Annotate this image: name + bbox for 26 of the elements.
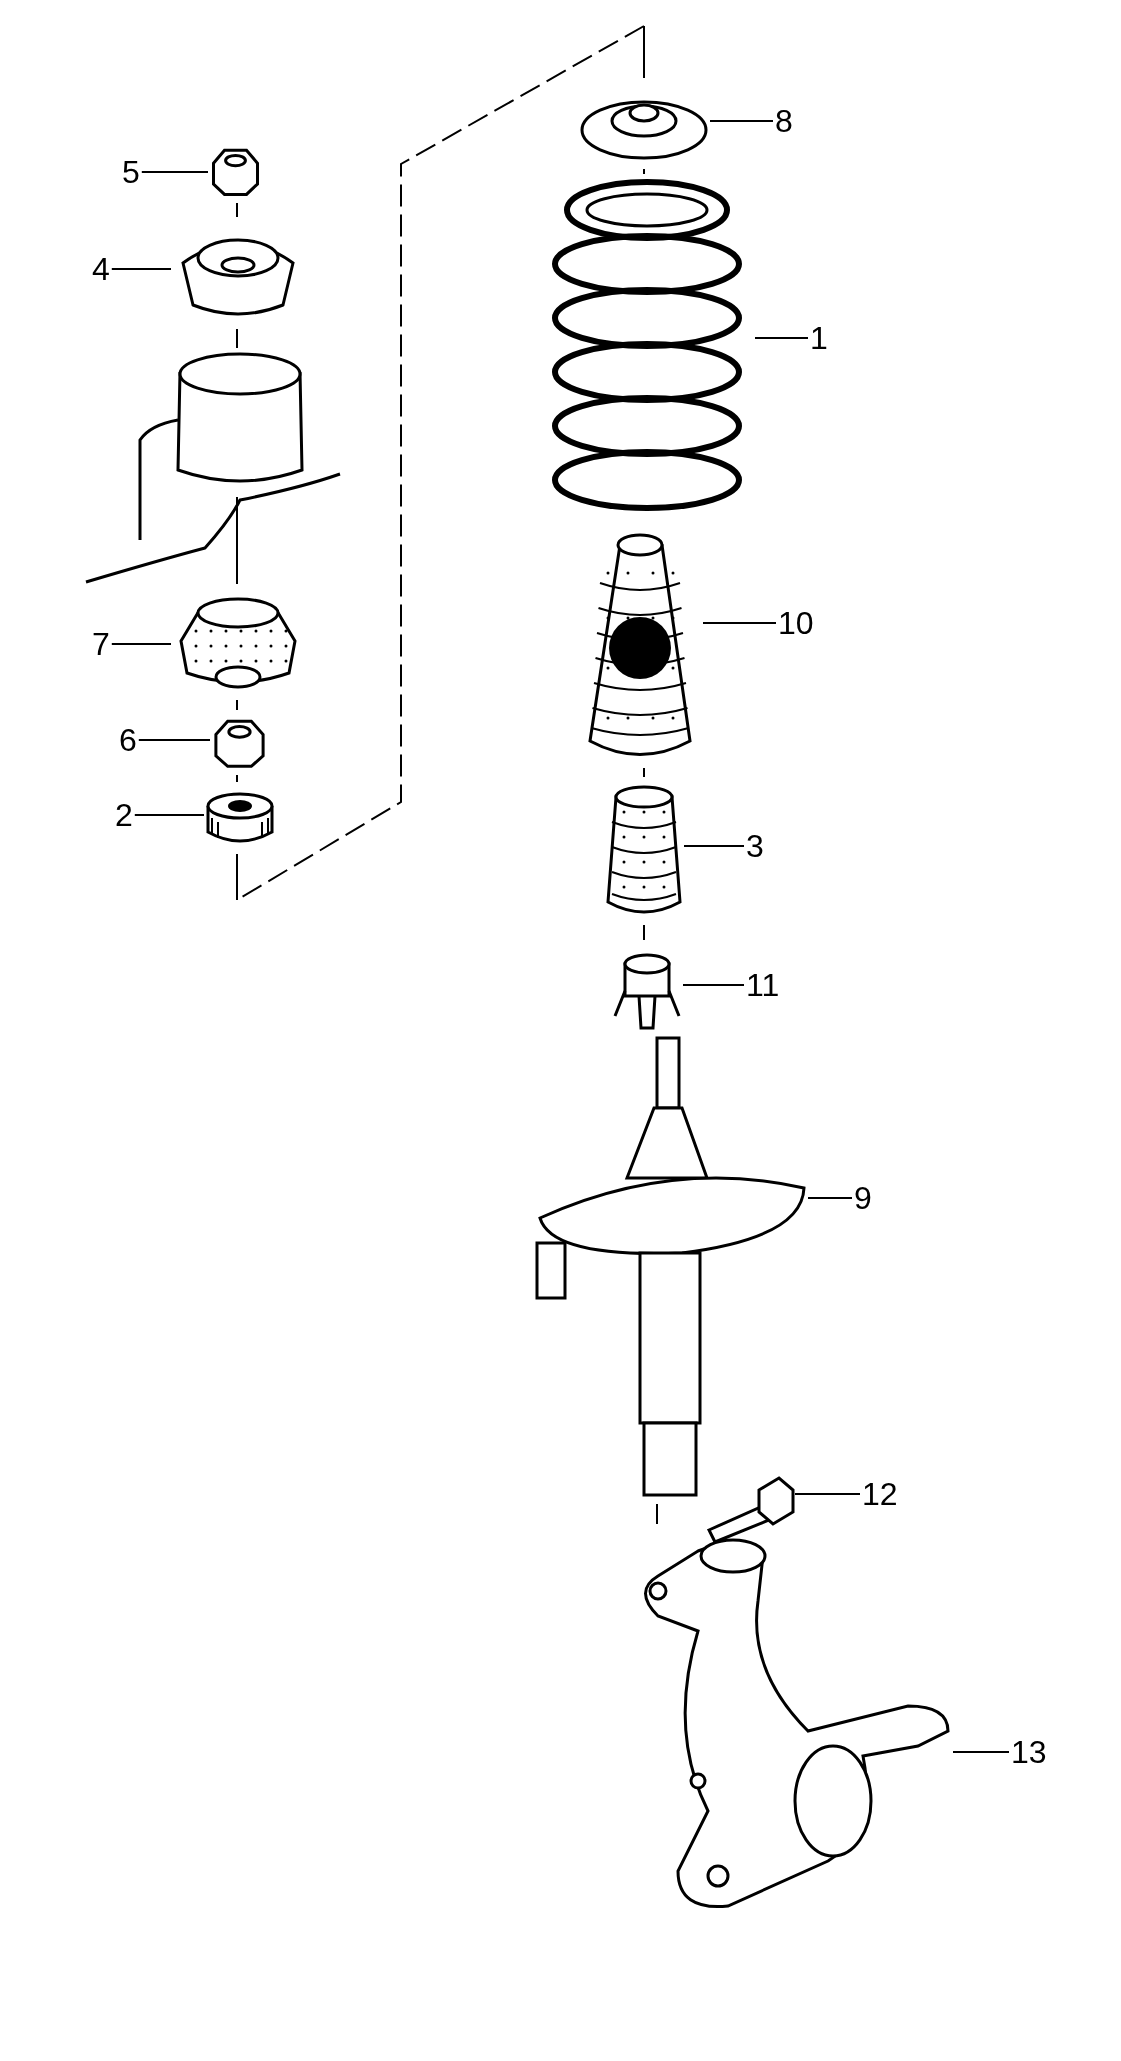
leader-line — [952, 1751, 1010, 1753]
callout-number: 12 — [860, 1476, 900, 1512]
leader-line — [110, 268, 172, 270]
leader-line — [807, 1197, 853, 1199]
leader-line — [683, 845, 745, 847]
leader-line — [682, 984, 745, 986]
leader-line — [137, 739, 211, 741]
callout-number: 10 — [776, 605, 816, 641]
callout-number: 2 — [113, 797, 135, 833]
callout-number: 4 — [90, 251, 112, 287]
leader-line — [140, 171, 209, 173]
callout-number: 5 — [120, 154, 142, 190]
callout-number: 6 — [117, 722, 139, 758]
callout-number: 7 — [90, 626, 112, 662]
callout-number: 3 — [744, 828, 766, 864]
leader-line — [754, 337, 809, 339]
leader-line — [133, 814, 205, 816]
leader-line — [702, 622, 777, 624]
callout-number: 8 — [773, 103, 795, 139]
leader-line — [794, 1493, 861, 1495]
leader-line — [110, 643, 172, 645]
leader-line — [709, 120, 774, 122]
callout-number: 11 — [744, 967, 782, 1003]
callout-number: 1 — [808, 320, 830, 356]
callout-number: 13 — [1009, 1734, 1049, 1770]
callout-number: 9 — [852, 1180, 874, 1216]
